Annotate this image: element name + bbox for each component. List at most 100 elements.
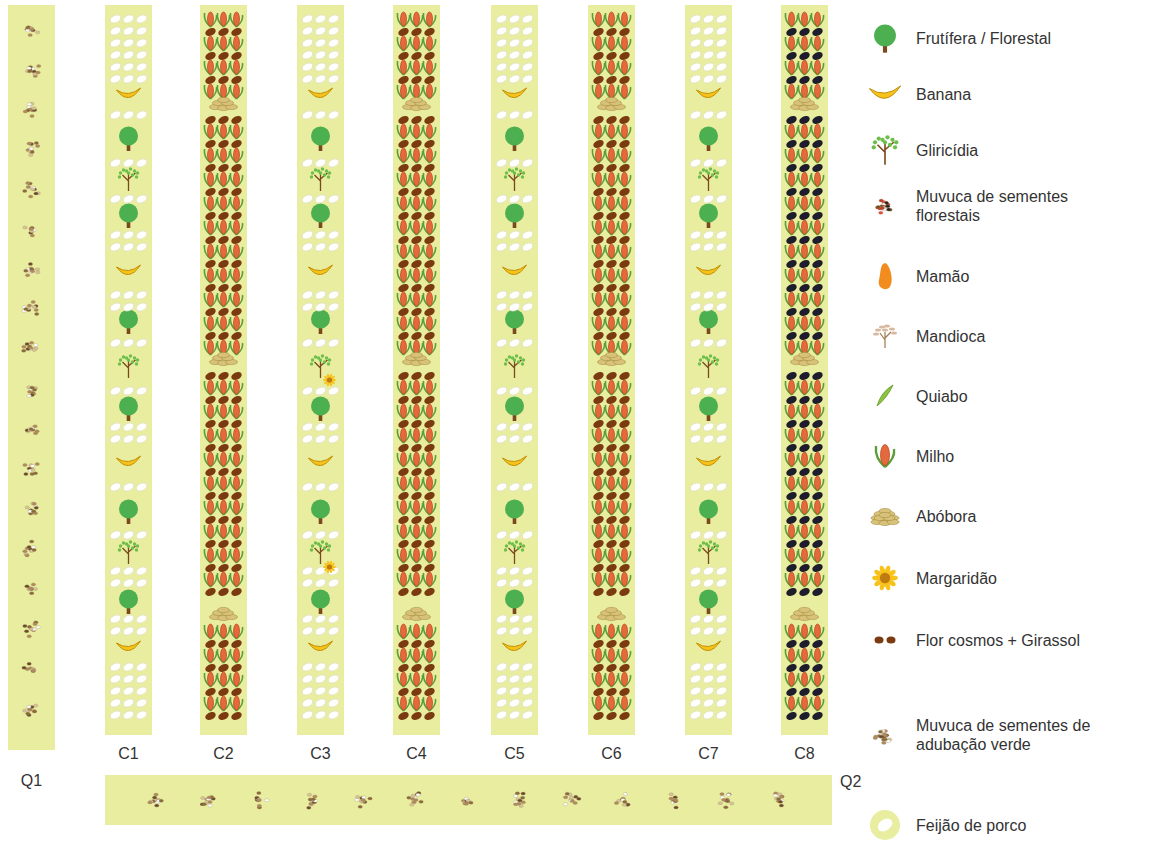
legend-text: Quiabo (916, 387, 968, 406)
tree-symbol (699, 397, 718, 422)
banana-symbol (117, 456, 141, 466)
margaridao-symbol (872, 565, 898, 591)
bean-row (495, 709, 534, 720)
bean-row (689, 385, 728, 396)
bean-row (109, 193, 148, 204)
bean-row (109, 613, 148, 624)
bean-row (301, 301, 340, 312)
tree-symbol (699, 310, 718, 335)
legend-item: Gliricídia (868, 133, 978, 167)
bean-row (495, 421, 534, 432)
corn-row (204, 268, 242, 283)
bean-row (689, 289, 728, 300)
bean-row (495, 661, 534, 672)
corn-row (785, 84, 823, 99)
bean-row (109, 565, 148, 576)
muvuca-symbol (25, 425, 39, 435)
corn-row (204, 696, 242, 711)
corn-row (785, 380, 823, 395)
legend-text: Gliricídia (916, 141, 978, 160)
bean-row (689, 529, 728, 540)
tree-symbol (311, 397, 330, 422)
tree-symbol (505, 204, 524, 229)
bean-row (592, 586, 631, 597)
tree-symbol (311, 204, 330, 229)
strip-plants (495, 13, 534, 720)
corn-row (204, 476, 242, 491)
muvuca-symbol (23, 102, 37, 117)
muvuca-symbol (25, 502, 38, 515)
muvuca-symbol (614, 793, 630, 807)
bean-row (592, 710, 631, 721)
strip-ground (393, 5, 440, 735)
bean-row (495, 73, 534, 84)
muvuca-symbol (25, 583, 38, 595)
bean-row (301, 709, 340, 720)
bean-row (301, 25, 340, 36)
legend-item: Abóbora (868, 499, 977, 533)
bean-row (495, 433, 534, 444)
corn-row (785, 196, 823, 211)
abobora-symbol (598, 607, 626, 620)
muvuca-symbol (27, 386, 38, 398)
bean-row (301, 433, 340, 444)
bean-row (301, 37, 340, 48)
corn-row (397, 648, 435, 663)
bean-row (301, 685, 340, 696)
corn-row (785, 624, 823, 639)
bean-row (109, 529, 148, 540)
tree-symbol (699, 590, 718, 615)
bean-row (495, 685, 534, 696)
row-label-text: C6 (601, 745, 621, 762)
bean-row (301, 673, 340, 684)
strip-plants (785, 12, 824, 722)
margaridao-symbol (323, 374, 336, 387)
corn-row (204, 404, 242, 419)
legend-text: Mandioca (916, 327, 985, 346)
corn-row (785, 12, 823, 27)
strip-plants (204, 12, 243, 722)
bean-row (495, 49, 534, 60)
planting-row: C1 (105, 5, 152, 735)
banana-symbol (503, 456, 527, 466)
gliricidia-symbol (698, 167, 719, 191)
row-label-text: Q1 (21, 772, 42, 789)
bean-row (689, 481, 728, 492)
planting-row: C4 (393, 5, 440, 735)
corn-row (785, 548, 823, 563)
corn-row (592, 196, 630, 211)
bean-row (109, 49, 148, 60)
corn-row (397, 172, 435, 187)
corn-row (397, 12, 435, 27)
bean-row (109, 13, 148, 24)
tree-symbol (119, 590, 138, 615)
corn-row (204, 624, 242, 639)
quiabo-symbol (877, 385, 893, 406)
tree-symbol (311, 590, 330, 615)
tree-symbol (119, 204, 138, 229)
bean-row (689, 13, 728, 24)
corn-row (204, 220, 242, 235)
corn-row (785, 244, 823, 259)
tree-symbol (119, 500, 138, 525)
bean-row (109, 385, 148, 396)
banana-symbol (503, 265, 527, 275)
bean-row (689, 73, 728, 84)
gliricidia-symbol (872, 135, 899, 165)
banana-symbol (309, 456, 333, 466)
mandioca-symbol (873, 324, 897, 348)
bean-row (301, 613, 340, 624)
bean-row (301, 661, 340, 672)
abobora-symbol (791, 352, 819, 365)
muvuca-symbol (513, 792, 525, 808)
muvuca-symbol (25, 26, 40, 37)
corn-row (592, 60, 630, 75)
legend-item: Margaridão (868, 561, 997, 595)
gliricidia-symbol (504, 540, 525, 564)
muvuca-symbol (148, 793, 164, 807)
bean-row (495, 37, 534, 48)
bean-row (109, 37, 148, 48)
corn-row (592, 648, 630, 663)
tree-symbol (505, 310, 524, 335)
muvuca-symbol (669, 793, 678, 809)
